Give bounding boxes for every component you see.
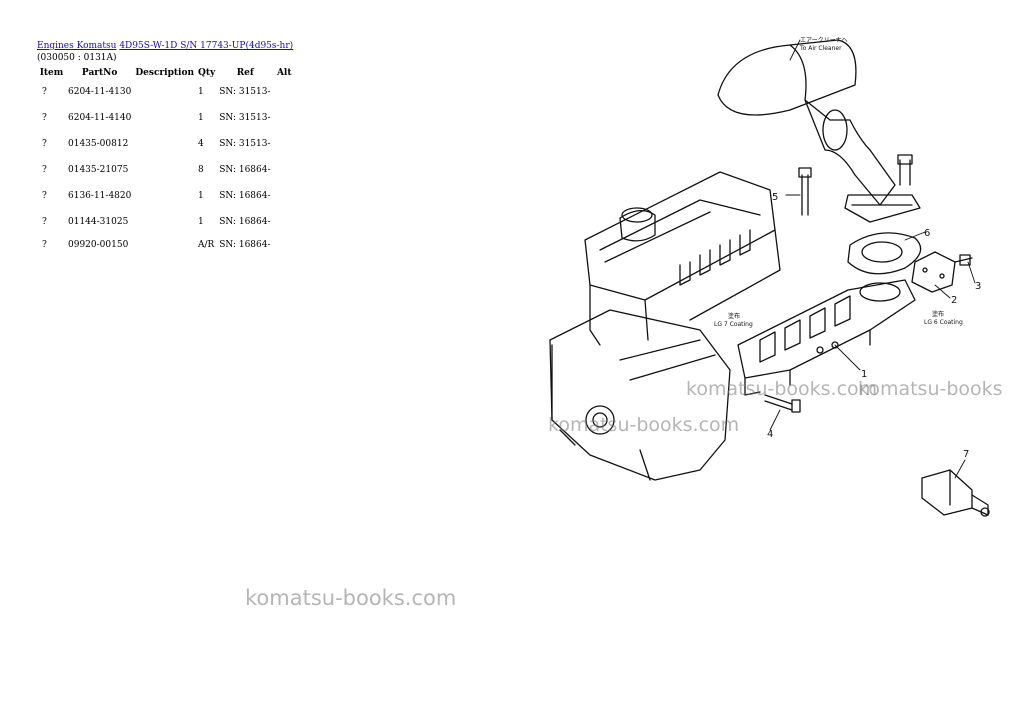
cell-alt bbox=[273, 235, 295, 255]
header-item: Item bbox=[39, 67, 64, 78]
note-air-cleaner: To Air Cleaner bbox=[799, 45, 842, 52]
cell-alt bbox=[273, 183, 295, 209]
cell-item: ? bbox=[42, 139, 47, 149]
note-air-cleaner-jp: エアークリーナへ bbox=[800, 37, 848, 44]
cell-partno: 01435-00812 bbox=[68, 139, 129, 149]
breadcrumb-link-model[interactable]: 4D95S-W-1D S/N 17743-UP(4d95s-hr) bbox=[119, 41, 294, 51]
cell-ref: SN: 31513- bbox=[219, 139, 271, 149]
cell-alt bbox=[273, 79, 295, 105]
watermark: komatsu-books bbox=[858, 378, 1003, 400]
cell-qty: 8 bbox=[198, 165, 204, 175]
cell-description bbox=[133, 131, 196, 157]
gasket-drawing bbox=[847, 232, 922, 275]
table-row: ? 01435-00812 4 SN: 31513- bbox=[37, 131, 295, 157]
note-lg6-jp: 塗布 bbox=[932, 310, 944, 318]
cell-ref: SN: 16864- bbox=[219, 165, 271, 175]
cell-partno: 6204-11-4130 bbox=[68, 87, 132, 97]
cell-partno: 01435-21075 bbox=[68, 165, 129, 175]
cell-description bbox=[133, 183, 196, 209]
header-qty: Qty bbox=[198, 67, 216, 78]
breadcrumb-link-engines[interactable]: Engines Komatsu bbox=[37, 41, 117, 51]
cell-item: ? bbox=[42, 191, 47, 201]
cell-item: ? bbox=[42, 217, 47, 227]
cell-ref: SN: 16864- bbox=[219, 217, 271, 227]
sensor-drawing bbox=[921, 469, 990, 517]
cell-alt bbox=[273, 209, 295, 235]
engine-block-drawing bbox=[549, 171, 781, 481]
breadcrumb: Engines Komatsu 4D95S-W-1D S/N 17743-UP(… bbox=[37, 40, 293, 52]
cell-partno: 01144-31025 bbox=[68, 217, 129, 227]
cell-item: ? bbox=[42, 87, 47, 97]
callout-5: 5 bbox=[772, 192, 778, 203]
cell-description bbox=[133, 157, 196, 183]
cell-partno: 09920-00150 bbox=[68, 240, 129, 250]
cell-description bbox=[133, 209, 196, 235]
cell-item: ? bbox=[42, 113, 47, 123]
cell-alt bbox=[273, 157, 295, 183]
table-row: ? 01435-21075 8 SN: 16864- bbox=[37, 157, 295, 183]
cell-description bbox=[133, 235, 196, 255]
callout-3: 3 bbox=[975, 281, 981, 292]
cell-item: ? bbox=[42, 165, 47, 175]
note-lg7-coating: LG 7 Coating bbox=[714, 321, 753, 328]
stud-bolt-drawing bbox=[798, 154, 913, 216]
watermark: komatsu-books.com bbox=[686, 378, 878, 400]
cell-qty: 1 bbox=[198, 217, 204, 227]
table-row: ? 6136-11-4820 1 SN: 16864- bbox=[37, 183, 295, 209]
table-header-row: Item PartNo Description Qty Ref Alt bbox=[37, 66, 295, 79]
cell-qty: 1 bbox=[198, 87, 204, 97]
section-code: (030050 : 0131A) bbox=[37, 53, 117, 63]
callout-6: 6 bbox=[924, 228, 930, 239]
header-partno: PartNo bbox=[81, 67, 118, 78]
cell-qty: 4 bbox=[198, 139, 204, 149]
callout-4: 4 bbox=[767, 429, 773, 440]
parts-table: Item PartNo Description Qty Ref Alt ? 62… bbox=[37, 66, 295, 255]
table-row: ? 6204-11-4140 1 SN: 31513- bbox=[37, 105, 295, 131]
header-description: Description bbox=[135, 67, 194, 78]
cell-item: ? bbox=[42, 240, 47, 250]
note-lg6-coating: LG 6 Coating bbox=[924, 319, 963, 326]
cell-ref: SN: 31513- bbox=[219, 87, 271, 97]
header-ref: Ref bbox=[236, 67, 254, 78]
note-lg7-jp: 塗布 bbox=[728, 312, 740, 320]
cell-alt bbox=[273, 131, 295, 157]
air-intake-pipe-drawing bbox=[717, 39, 921, 223]
cell-qty: 1 bbox=[198, 191, 204, 201]
cell-partno: 6204-11-4140 bbox=[68, 113, 132, 123]
watermark: komatsu-books.com bbox=[548, 414, 740, 436]
header-alt: Alt bbox=[276, 67, 292, 78]
callout-2: 2 bbox=[951, 295, 957, 306]
intake-manifold-drawing bbox=[737, 279, 916, 396]
callout-1: 1 bbox=[861, 369, 867, 380]
cell-ref: SN: 16864- bbox=[219, 240, 271, 250]
bolt-drawing bbox=[764, 394, 801, 413]
callout-7: 7 bbox=[963, 449, 969, 460]
table-row: ? 09920-00150 A/R SN: 16864- bbox=[37, 235, 295, 255]
table-row: ? 01144-31025 1 SN: 16864- bbox=[37, 209, 295, 235]
cell-description bbox=[133, 105, 196, 131]
parts-diagram: 1 2 3 4 5 6 7 エアークリーナへ To Air Cleaner 塗布… bbox=[549, 37, 990, 517]
table-row: ? 6204-11-4130 1 SN: 31513- bbox=[37, 79, 295, 105]
cell-qty: A/R bbox=[198, 240, 215, 250]
leader-lines bbox=[769, 39, 976, 479]
cell-ref: SN: 16864- bbox=[219, 191, 271, 201]
cell-ref: SN: 31513- bbox=[219, 113, 271, 123]
cover-plate-drawing bbox=[911, 251, 973, 293]
cell-qty: 1 bbox=[198, 113, 204, 123]
cell-alt bbox=[273, 105, 295, 131]
cell-partno: 6136-11-4820 bbox=[68, 191, 132, 201]
cell-description bbox=[133, 79, 196, 105]
watermark: komatsu-books.com bbox=[245, 586, 457, 610]
